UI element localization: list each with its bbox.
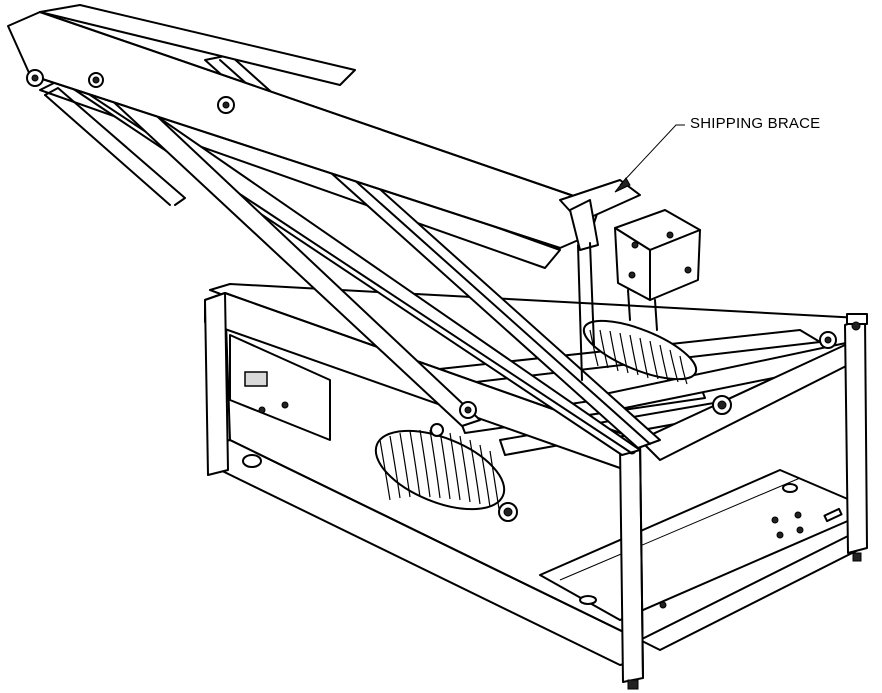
pivot-bolts	[26, 69, 837, 419]
spring-small	[582, 319, 698, 385]
mounting-box	[614, 209, 701, 331]
spring-large	[374, 423, 518, 522]
floor-plate-details	[579, 483, 843, 609]
callout-label-shipping-brace: SHIPPING BRACE	[690, 115, 821, 132]
shipping-brace	[559, 179, 641, 381]
lift-arm-upper	[7, 4, 601, 249]
callout-leader	[614, 124, 685, 193]
base-frame-front	[204, 292, 868, 690]
side-handle	[44, 87, 186, 206]
left-end-housing	[229, 334, 331, 441]
